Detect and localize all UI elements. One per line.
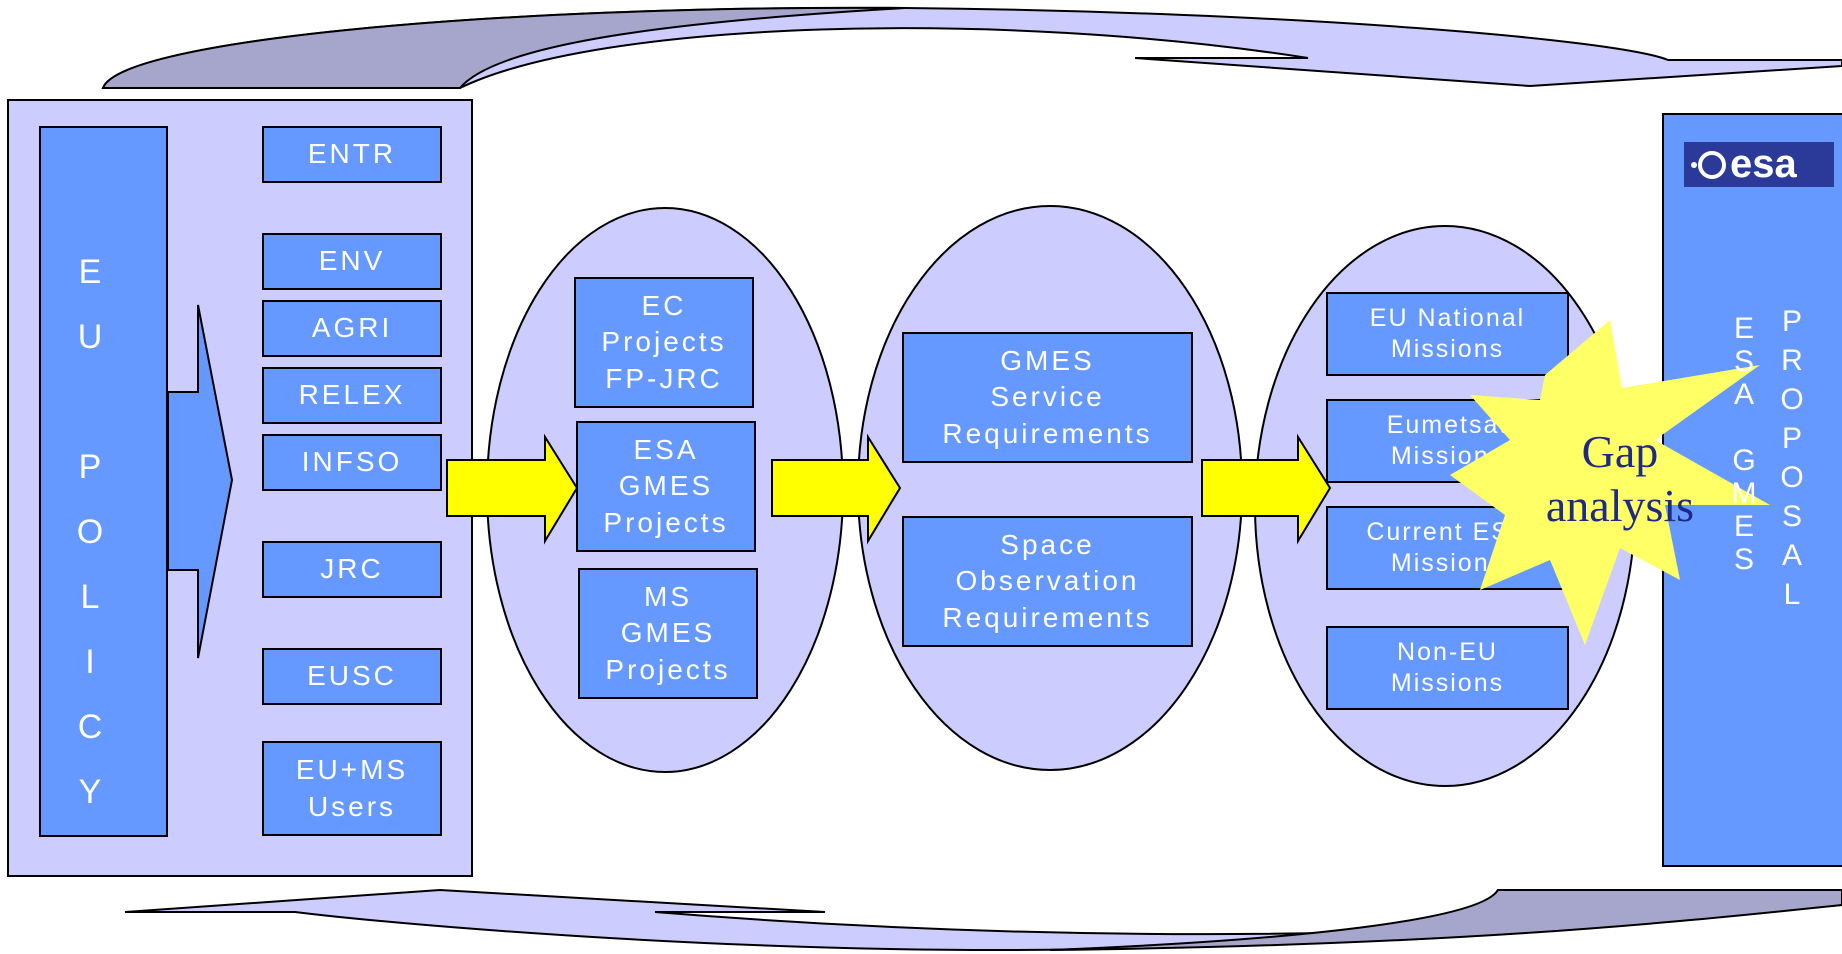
directorate-eu-ms-users: EU+MS Users: [262, 741, 442, 836]
project-ms-gmes: MS GMES Projects: [578, 568, 758, 699]
top-curved-arrow-shade: [101, 6, 906, 89]
gap-burst-shape: [1450, 320, 1770, 645]
esa-logo-text: esa: [1730, 142, 1797, 186]
project-esa-gmes: ESA GMES Projects: [576, 421, 756, 552]
flow-arrow-2: [771, 433, 902, 545]
project-ec-fp-jrc: EC Projects FP-JRC: [574, 277, 754, 408]
directorate-entr: ENTR: [262, 126, 442, 183]
esa-logo-dot: [1691, 162, 1697, 168]
esa-logo-bg: [1684, 142, 1834, 187]
directorate-relex: RELEX: [262, 367, 442, 424]
proposal-label: P R O P O S A L: [1780, 305, 1804, 611]
bottom-curved-arrow-shade: [1049, 889, 1842, 951]
gap-analysis-label: Gap analysis: [1545, 426, 1695, 532]
eu-policy-label: E U P O L I C Y: [76, 253, 104, 811]
policy-bracket-arrow: [167, 304, 234, 659]
requirement-space-observation: Space Observation Requirements: [902, 516, 1193, 647]
mission-non-eu: Non-EU Missions: [1326, 626, 1569, 710]
esa-logo-mark: [1698, 151, 1726, 179]
directorate-infso: INFSO: [262, 434, 442, 491]
directorate-jrc: JRC: [262, 541, 442, 598]
directorate-eusc: EUSC: [262, 648, 442, 705]
directorate-env: ENV: [262, 233, 442, 290]
esa-gmes-label: E S A G M E S: [1731, 312, 1757, 576]
flow-arrow-3: [1201, 433, 1332, 545]
requirement-gmes-service: GMES Service Requirements: [902, 332, 1193, 463]
flow-arrow-1: [446, 433, 579, 545]
eu-policy-bar: [39, 126, 168, 837]
directorate-agri: AGRI: [262, 300, 442, 357]
mission-eu-national: EU National Missions: [1326, 292, 1569, 376]
